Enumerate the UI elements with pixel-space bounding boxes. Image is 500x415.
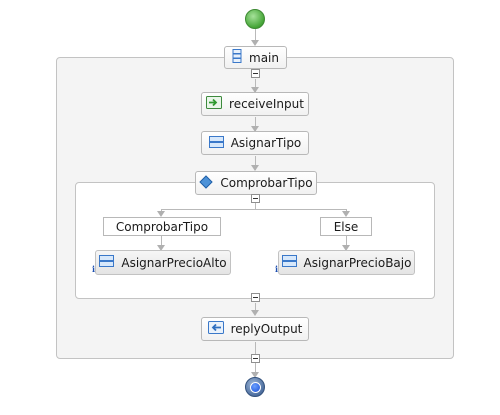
sequence-icon — [232, 49, 242, 66]
connector-choice-reply — [255, 303, 256, 314]
assign-low-price-node[interactable]: i AsignarPrecioBajo — [275, 250, 415, 275]
arrowhead — [251, 40, 259, 46]
reply-label: replyOutput — [230, 322, 303, 336]
main-sequence-node[interactable]: main — [224, 46, 287, 69]
assign-high-price-node[interactable]: i AsignarPrecioAlto — [92, 250, 231, 275]
reply-icon — [207, 321, 224, 337]
connector-choice-branch — [255, 203, 256, 209]
arrowhead — [251, 372, 259, 378]
end-node-dot — [249, 381, 261, 393]
connector-main-receive — [255, 79, 256, 92]
info-marker: i — [92, 264, 96, 274]
connector-assign-choice — [255, 156, 256, 170]
receive-icon — [206, 96, 223, 112]
arrowhead — [157, 245, 165, 251]
connector-receive-assign — [255, 117, 256, 131]
end-node[interactable] — [245, 377, 265, 397]
choice-label: ComprobarTipo — [220, 176, 313, 190]
collapse-toggle-choice[interactable] — [251, 194, 260, 203]
case-label: ComprobarTipo — [115, 219, 209, 234]
arrowhead — [251, 310, 259, 316]
connector-start-main — [255, 29, 256, 44]
branch-horizontal — [161, 209, 347, 210]
choice-node[interactable]: ComprobarTipo — [195, 171, 317, 195]
start-node[interactable] — [245, 9, 265, 29]
assign-icon — [281, 255, 297, 270]
arrowhead — [251, 165, 259, 171]
collapse-toggle-choice-end[interactable] — [251, 293, 260, 302]
arrowhead — [342, 211, 350, 217]
assign-high-label: AsignarPrecioAlto — [121, 255, 227, 270]
diamond-icon — [199, 174, 214, 192]
connector-else-low — [346, 236, 347, 248]
connector-case-high — [161, 236, 162, 248]
case-condition-box[interactable]: ComprobarTipo — [103, 217, 221, 236]
else-label: Else — [333, 219, 359, 234]
assign-icon — [99, 255, 115, 270]
assign-type-node[interactable]: AsignarTipo — [201, 131, 309, 155]
collapse-toggle-main[interactable] — [251, 69, 260, 78]
assign-type-label: AsignarTipo — [230, 136, 302, 150]
receive-input-node[interactable]: receiveInput — [201, 92, 309, 116]
arrowhead — [342, 245, 350, 251]
reply-output-node[interactable]: replyOutput — [201, 317, 309, 341]
assign-low-label: AsignarPrecioBajo — [303, 255, 412, 270]
receive-label: receiveInput — [229, 97, 304, 111]
else-box[interactable]: Else — [320, 217, 372, 236]
main-label: main — [249, 50, 279, 65]
info-marker: i — [275, 264, 279, 274]
assign-icon — [208, 135, 224, 151]
arrowhead — [157, 211, 165, 217]
arrowhead — [251, 126, 259, 132]
arrowhead — [251, 87, 259, 93]
collapse-toggle-main-end[interactable] — [251, 354, 260, 363]
